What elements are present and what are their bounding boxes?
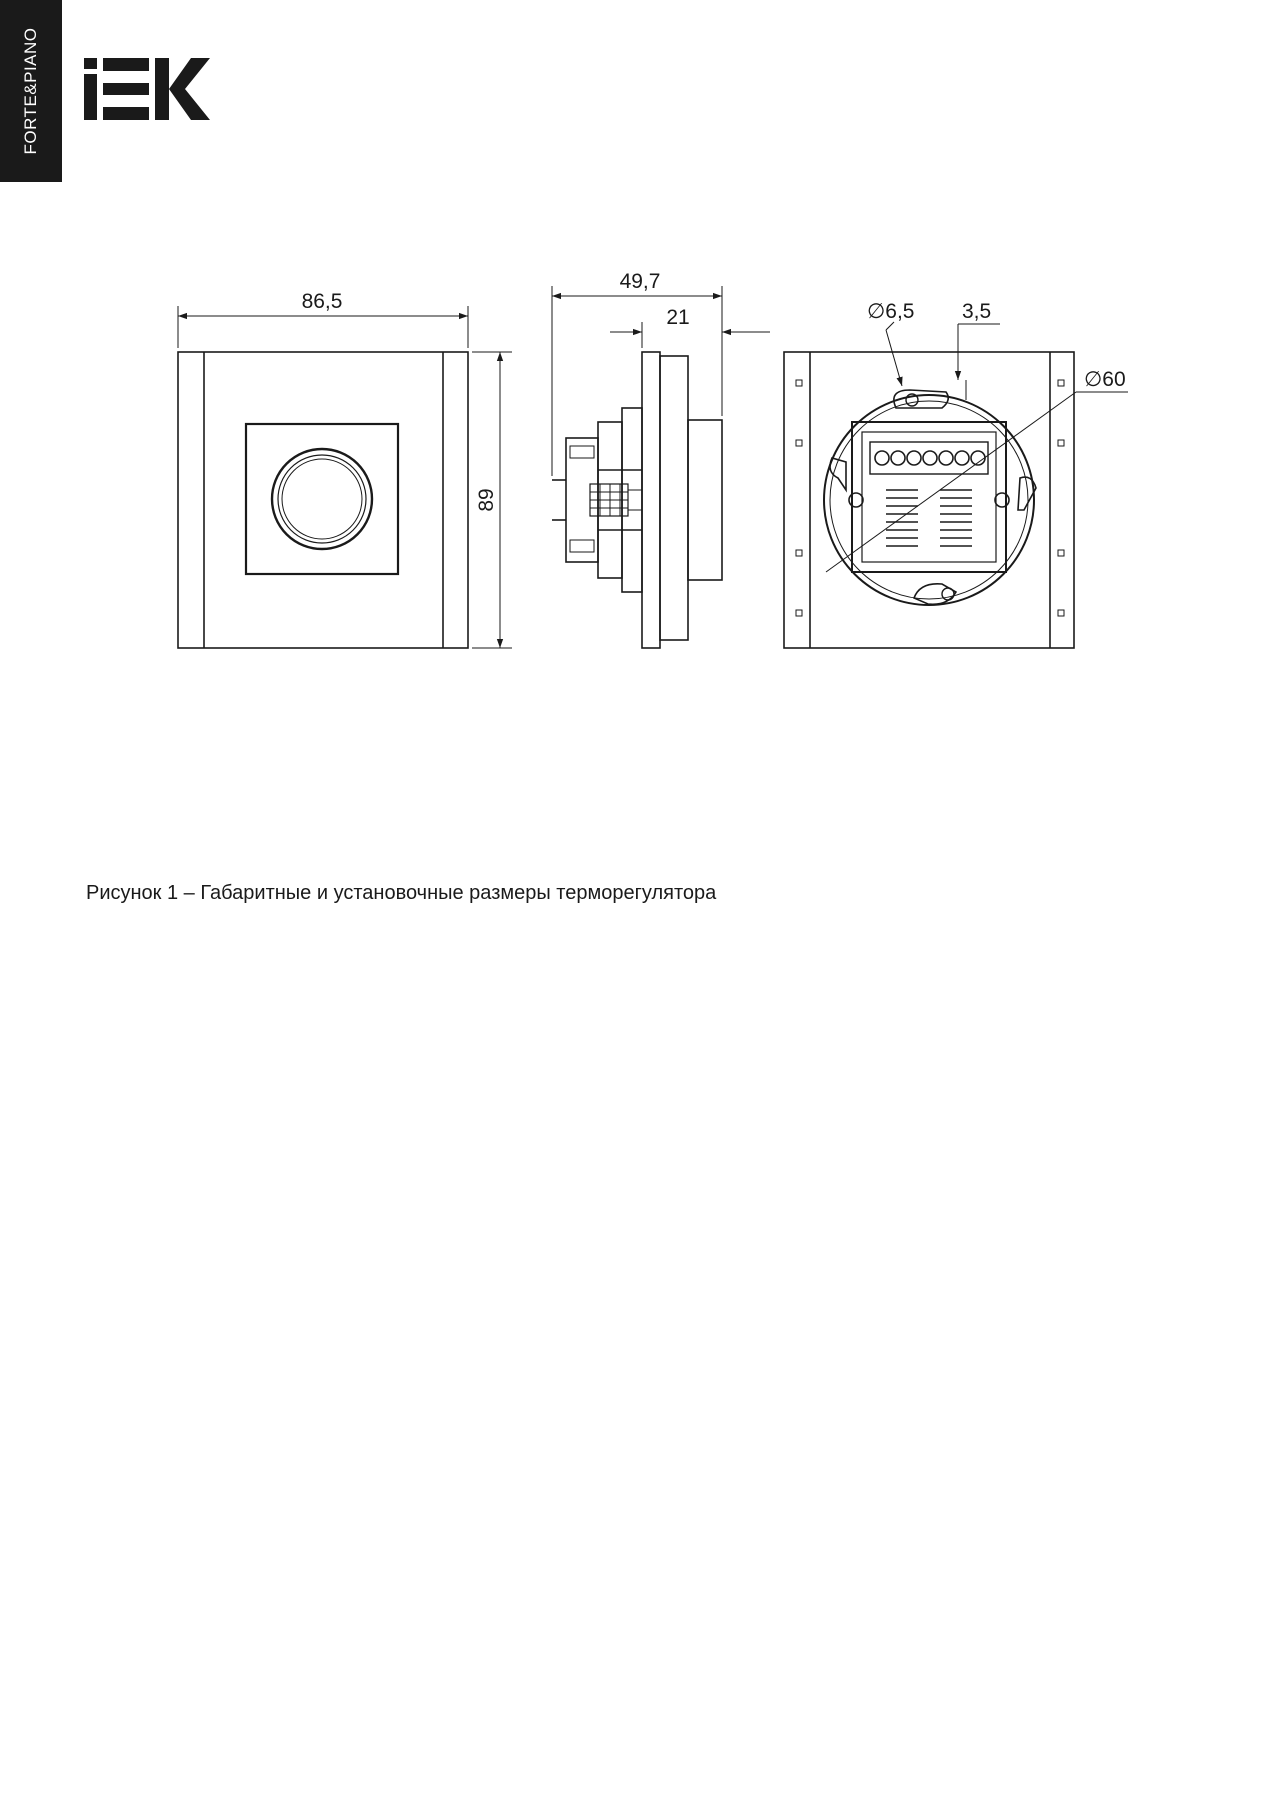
back-screw-hole-label: ∅6,5 bbox=[867, 300, 915, 323]
figure-caption: Рисунок 1 – Габаритные и установочные ра… bbox=[86, 882, 717, 904]
side-depth-frame-label: 21 bbox=[666, 306, 689, 329]
series-side-tab: FORTE&PIANO bbox=[0, 0, 62, 182]
front-height-label: 89 bbox=[475, 488, 498, 511]
side-view bbox=[551, 286, 770, 649]
front-view bbox=[177, 306, 512, 649]
iek-logo bbox=[84, 58, 210, 120]
back-view bbox=[783, 321, 1128, 649]
back-slot-width-label: 3,5 bbox=[962, 300, 991, 323]
thermostat-dimension-drawing: 86,5 89 49,7 21 bbox=[177, 270, 1128, 649]
back-circle-diameter-label: ∅60 bbox=[1084, 368, 1126, 391]
front-width-label: 86,5 bbox=[302, 290, 343, 313]
side-depth-total-label: 49,7 bbox=[620, 270, 661, 293]
